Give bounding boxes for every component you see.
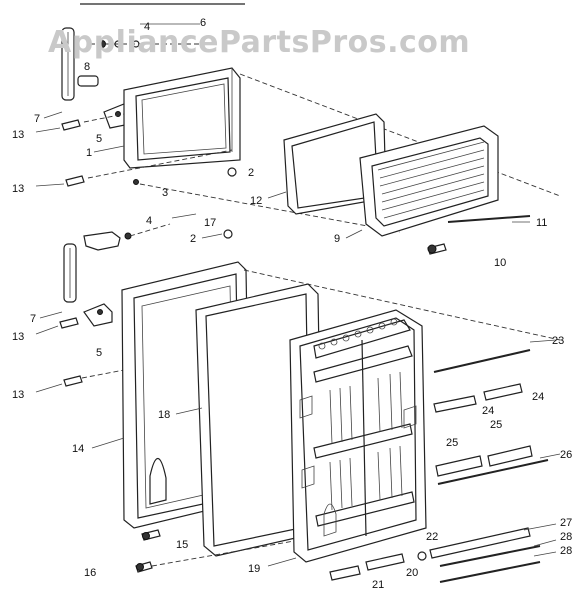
label-5-top: 5 bbox=[96, 133, 102, 145]
label-16: 16 bbox=[84, 567, 96, 579]
inner-door-liner bbox=[289, 309, 427, 563]
handle-insert-upper bbox=[77, 75, 99, 87]
screw-upper-1 bbox=[61, 119, 81, 131]
part-labels: 4 6 8 7 5 13 1 2 13 3 12 4 17 11 9 2 10 … bbox=[12, 17, 572, 591]
door-rod-23 bbox=[433, 349, 531, 373]
handle-lower bbox=[83, 231, 121, 251]
shelf-bar-25b bbox=[487, 445, 533, 467]
label-7-lower: 7 bbox=[30, 313, 36, 325]
label-23: 23 bbox=[552, 335, 564, 347]
shelf-bar-21 bbox=[329, 565, 361, 581]
door-shelf-parts bbox=[329, 349, 549, 583]
label-24-left: 24 bbox=[482, 405, 494, 417]
shelf-bar-27 bbox=[429, 527, 531, 559]
label-20: 20 bbox=[406, 567, 418, 579]
label-1: 1 bbox=[86, 147, 92, 159]
label-9: 9 bbox=[334, 233, 340, 245]
label-21: 21 bbox=[372, 579, 384, 591]
label-7-top: 7 bbox=[34, 113, 40, 125]
screw-lower-2 bbox=[63, 375, 83, 387]
label-15: 15 bbox=[176, 539, 188, 551]
label-4-mid: 4 bbox=[146, 215, 152, 227]
rod-28b bbox=[439, 561, 541, 583]
cap-upper bbox=[227, 167, 237, 177]
label-8: 8 bbox=[84, 61, 90, 73]
label-4-top: 4 bbox=[144, 21, 150, 33]
label-18: 18 bbox=[158, 409, 170, 421]
leader-lines bbox=[35, 111, 561, 567]
label-2-mid: 2 bbox=[190, 233, 196, 245]
clip-22 bbox=[417, 551, 427, 561]
watermark-text: AppliancePartsPros.com bbox=[48, 25, 470, 60]
screw-lower-1 bbox=[59, 317, 79, 329]
label-26: 26 bbox=[560, 449, 572, 461]
label-13-a: 13 bbox=[12, 129, 24, 141]
door-rod-26 bbox=[437, 459, 549, 485]
rod-28a bbox=[439, 545, 541, 567]
label-13-d: 13 bbox=[12, 389, 24, 401]
label-12: 12 bbox=[250, 195, 262, 207]
shelf-bar-24b bbox=[483, 383, 523, 401]
label-3: 3 bbox=[162, 187, 168, 199]
label-2-top: 2 bbox=[248, 167, 254, 179]
label-13-c: 13 bbox=[12, 331, 24, 343]
label-24-right: 24 bbox=[532, 391, 544, 403]
freezer-liner-tray bbox=[359, 125, 499, 237]
screw-upper-2 bbox=[65, 175, 85, 187]
shelf-bar-20 bbox=[365, 553, 405, 571]
label-27: 27 bbox=[560, 517, 572, 529]
shelf-bar-25a bbox=[435, 455, 483, 477]
door-hinge-lower bbox=[83, 303, 113, 327]
freezer-door-assembly bbox=[61, 23, 561, 233]
label-14: 14 bbox=[72, 443, 84, 455]
label-5-lower: 5 bbox=[96, 347, 102, 359]
label-25-right: 25 bbox=[490, 419, 502, 431]
label-11: 11 bbox=[536, 217, 547, 229]
label-10: 10 bbox=[494, 257, 506, 269]
label-6: 6 bbox=[200, 17, 206, 29]
label-19: 19 bbox=[248, 563, 260, 575]
label-28-bottom: 28 bbox=[560, 545, 572, 557]
freezer-rod bbox=[447, 215, 531, 223]
label-28-top: 28 bbox=[560, 531, 572, 543]
label-22: 22 bbox=[426, 531, 438, 543]
label-25-left: 25 bbox=[446, 437, 458, 449]
label-13-b: 13 bbox=[12, 183, 24, 195]
cap-lower bbox=[223, 229, 233, 239]
shelf-bar-24a bbox=[433, 395, 477, 413]
label-17: 17 bbox=[204, 217, 216, 229]
